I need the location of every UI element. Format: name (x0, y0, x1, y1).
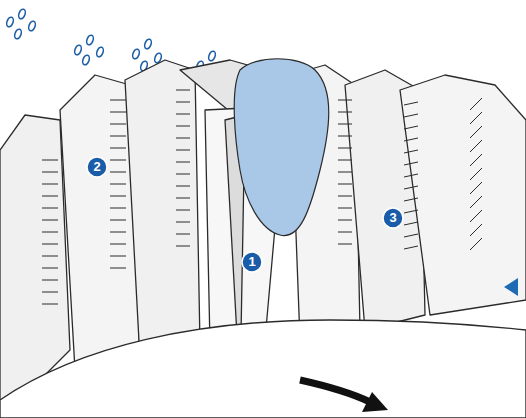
callout-number: 1 (242, 252, 262, 272)
page-marker (504, 278, 518, 296)
callout-circles (87, 157, 403, 272)
callout-number: 2 (87, 157, 107, 177)
rotation-arrow-head (362, 392, 388, 412)
drum-disk (0, 320, 526, 418)
dirt-blob (234, 59, 329, 236)
rotation-arrow (300, 380, 370, 402)
callout-number: 3 (383, 208, 403, 228)
